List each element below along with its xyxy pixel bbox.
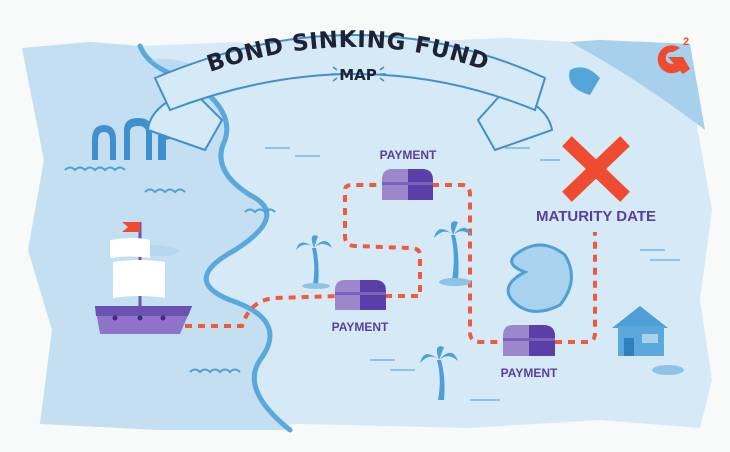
palm-tree-icon (296, 235, 332, 289)
ship-icon (95, 222, 192, 334)
sparkle-icon (331, 66, 386, 82)
treasure-route (185, 183, 597, 344)
svg-text:2: 2 (683, 36, 689, 48)
treasure-chest-icon (503, 325, 555, 356)
lake (506, 243, 573, 313)
payment-label: PAYMENT (332, 320, 389, 334)
hut-icon (612, 306, 684, 375)
maturity-date-label: MATURITY DATE (536, 208, 656, 225)
payment-label: PAYMENT (501, 366, 558, 380)
page-curl (570, 40, 705, 130)
x-mark-icon (562, 136, 630, 202)
palm-tree-icon (434, 221, 472, 286)
g2-logo: 2 (657, 36, 690, 74)
waves (64, 166, 276, 374)
treasure-chest-icon (335, 280, 386, 310)
payment-label: PAYMENT (380, 148, 437, 162)
page-curl-fold (569, 67, 600, 95)
subtitle-text: MAP (339, 66, 377, 84)
treasure-chest-icon (382, 169, 433, 200)
land-dashes (265, 147, 680, 401)
palm-tree-icon (420, 346, 458, 400)
